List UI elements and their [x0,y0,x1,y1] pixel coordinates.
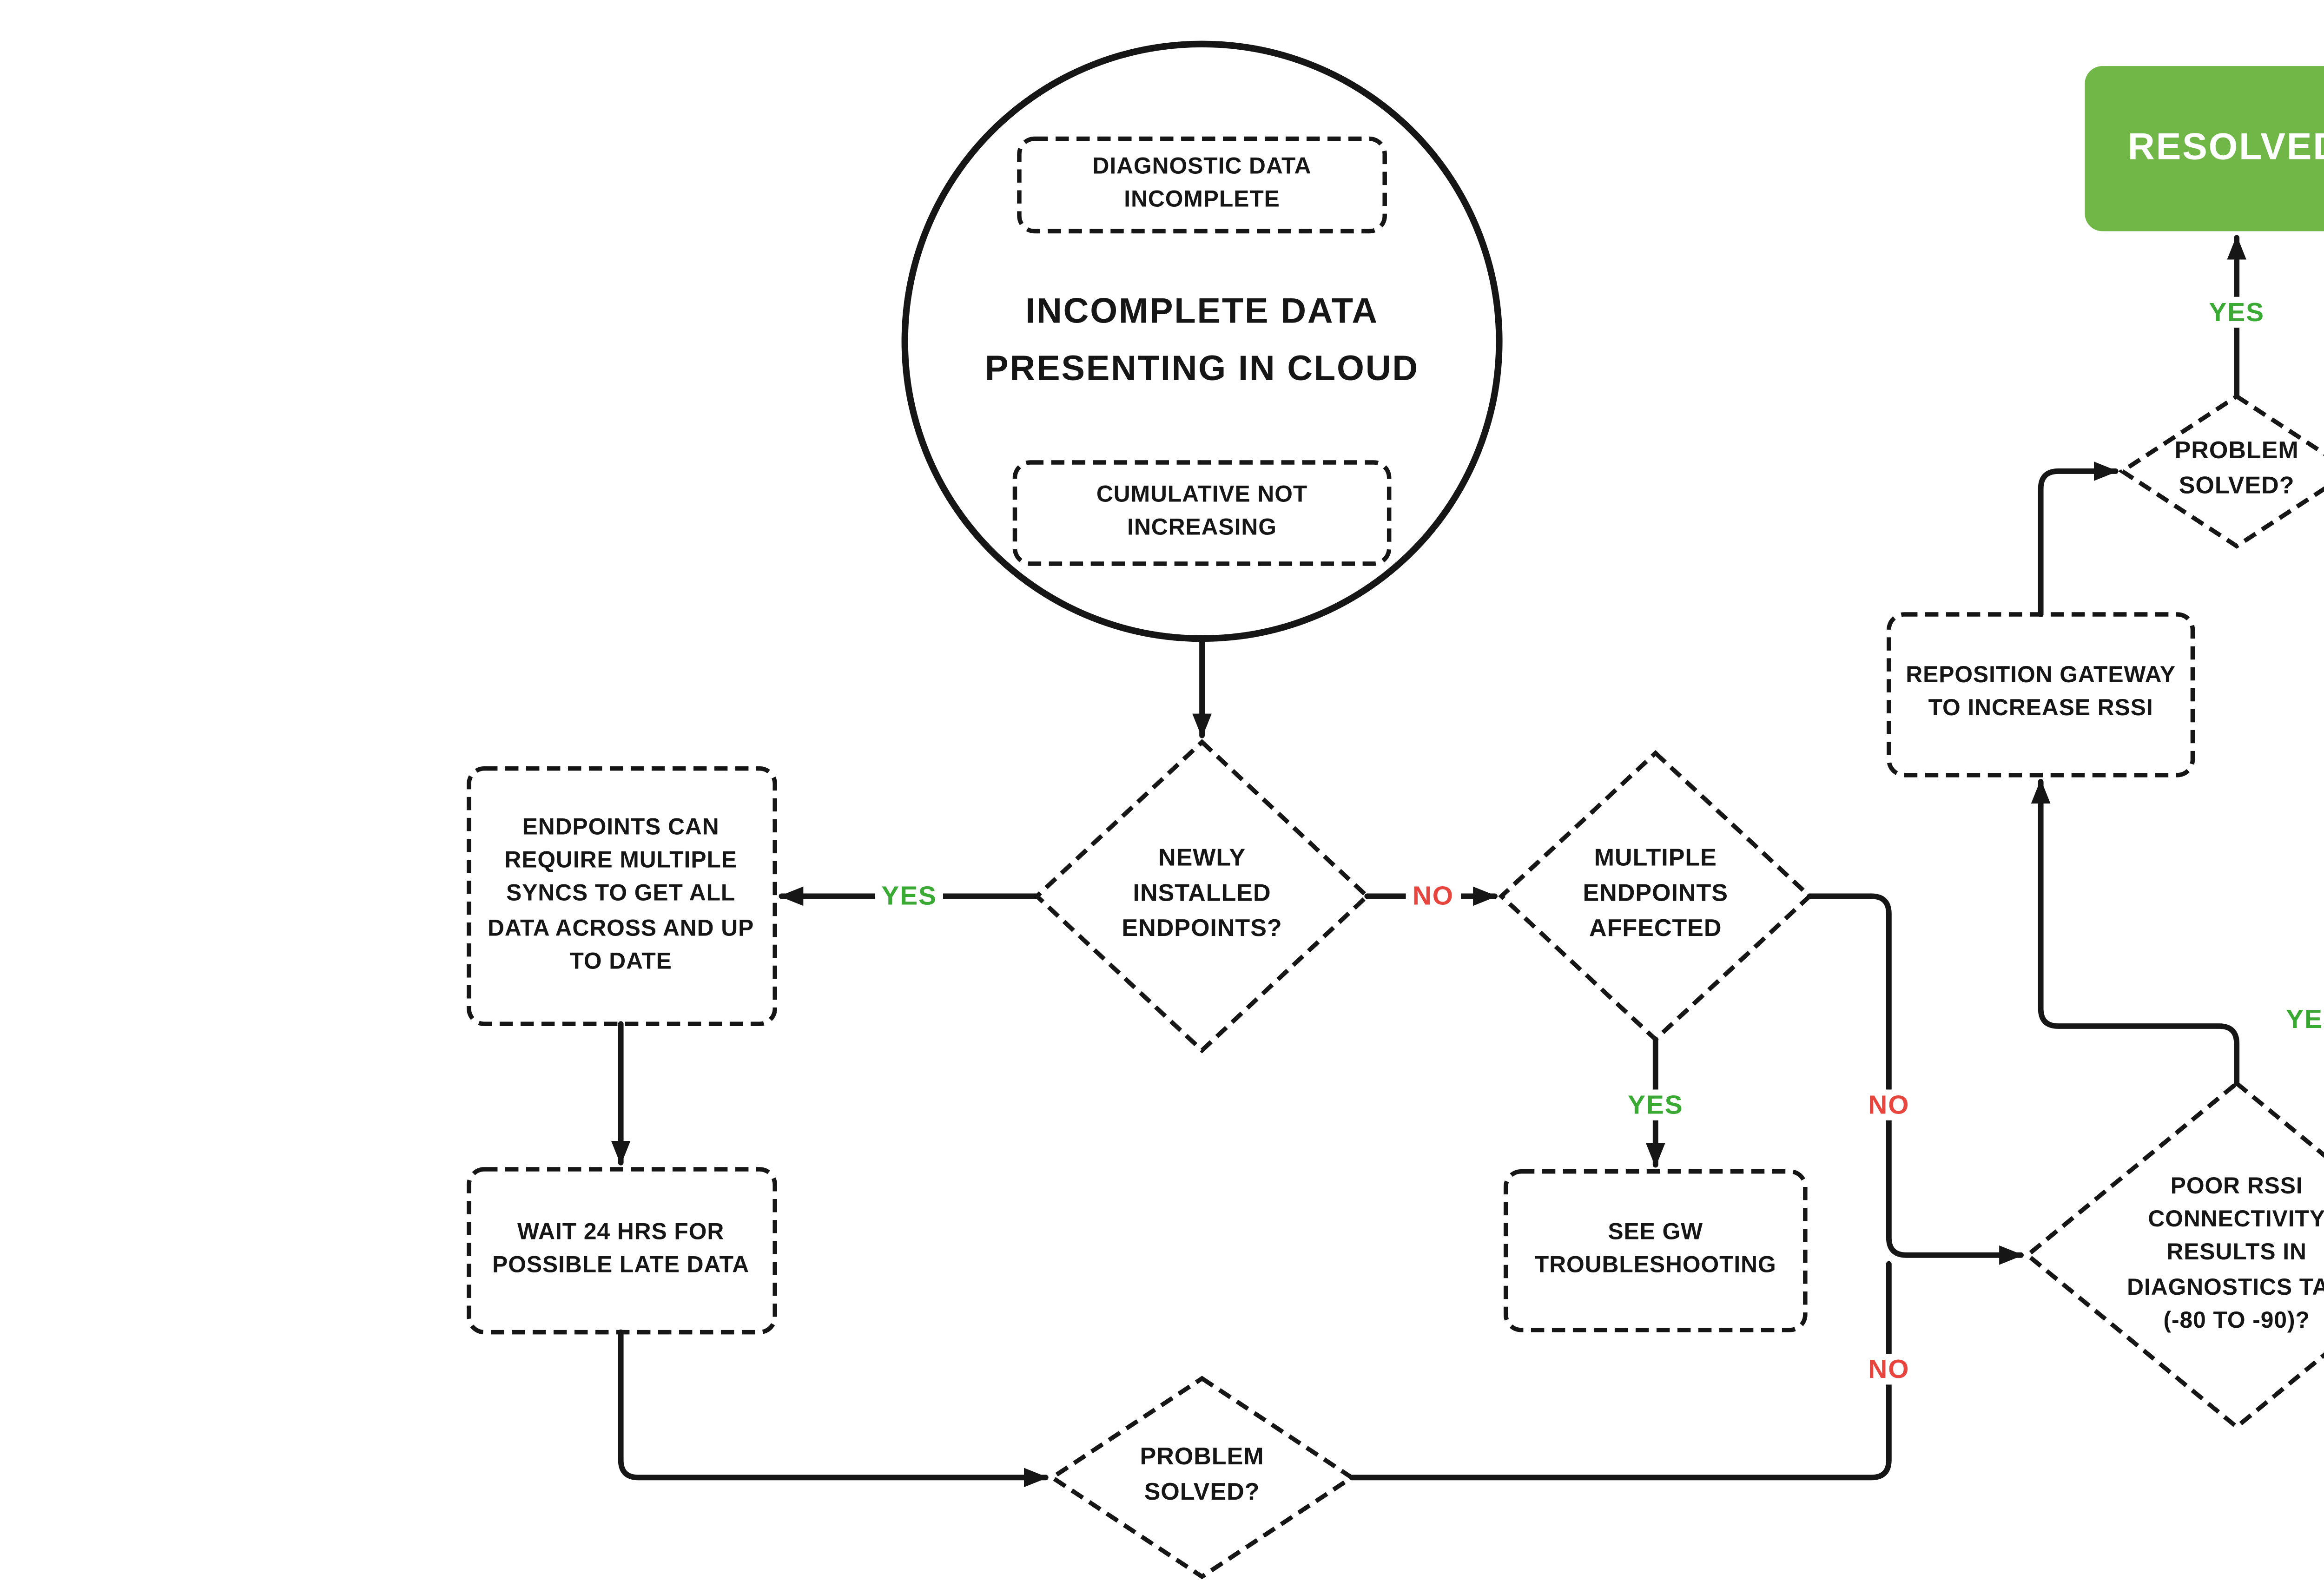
decision-newly-installed-label: NEWLY INSTALLED ENDPOINTS? [1122,845,1282,942]
edge-solved-bottom-no-to-rssi [1349,1261,1892,1481]
edge-label-newly-no: NO [1406,880,1461,912]
step-see-gw-shape [1503,1169,1808,1332]
edge-wait-to-solved-bottom [618,1329,1049,1488]
step-see-gw-label: SEE GW TROUBLESHOOTING [1534,1219,1776,1279]
connectors [611,235,2247,1488]
edge-multiple-no-to-rssi [1807,893,2024,1265]
decision-problem-solved-top-shape [2118,394,2324,549]
decision-problem-solved-bottom-label: PROBLEM SOLVED? [1140,1444,1264,1506]
edge-label-multiple-yes: YES [1621,1089,1690,1121]
edge-rssi-yes-to-reposition [2031,779,2240,1087]
decision-poor-rssi-label: POOR RSSI CONNECTIVITY RESULTS IN DIAGNO… [2127,1173,2324,1334]
decision-problem-solved-bottom-shape [1048,1376,1356,1580]
start-tag-bottom-label: CUMULATIVE NOT INCREASING [1096,481,1308,542]
edge-label-newly-yes: YES [875,880,944,912]
start-tag-top-label: DIAGNOSTIC DATA INCOMPLETE [1092,153,1312,214]
decision-newly-installed-shape [1033,739,1371,1054]
edge-label-solved-bottom-no: NO [1862,1354,1916,1386]
node-shapes [467,40,2324,1580]
start-tag-top-shape [1017,136,1387,234]
edge-label-solved-top-yes: YES [2202,296,2271,329]
terminal-resolved-label: RESOLVED [2127,126,2324,168]
step-wait-24-label: WAIT 24 HRS FOR POSSIBLE LATE DATA [492,1219,750,1279]
decision-poor-rssi-shape [2024,1080,2324,1430]
terminal-resolved-shape [2085,66,2324,231]
start-tag-bottom-shape [1012,460,1392,566]
step-endpoints-info-shape [467,766,777,1027]
step-endpoints-info-label: ENDPOINTS CAN REQUIRE MULTIPLE SYNCS TO … [487,814,754,975]
decision-multiple-endpoints-label: MULTIPLE ENDPOINTS AFFECTED [1583,845,1728,942]
step-reposition-label: REPOSITION GATEWAY TO INCREASE RSSI [1906,662,2176,723]
edge-reposition-to-solved-top [2038,461,2119,617]
edge-label-rssi-yes: YES [2279,1003,2324,1035]
edge-label-multiple-no: NO [1862,1089,1916,1121]
decision-problem-solved-top-label: PROBLEM SOLVED? [2174,438,2299,500]
start-title: INCOMPLETE DATA PRESENTING IN CLOUD [985,294,1419,390]
